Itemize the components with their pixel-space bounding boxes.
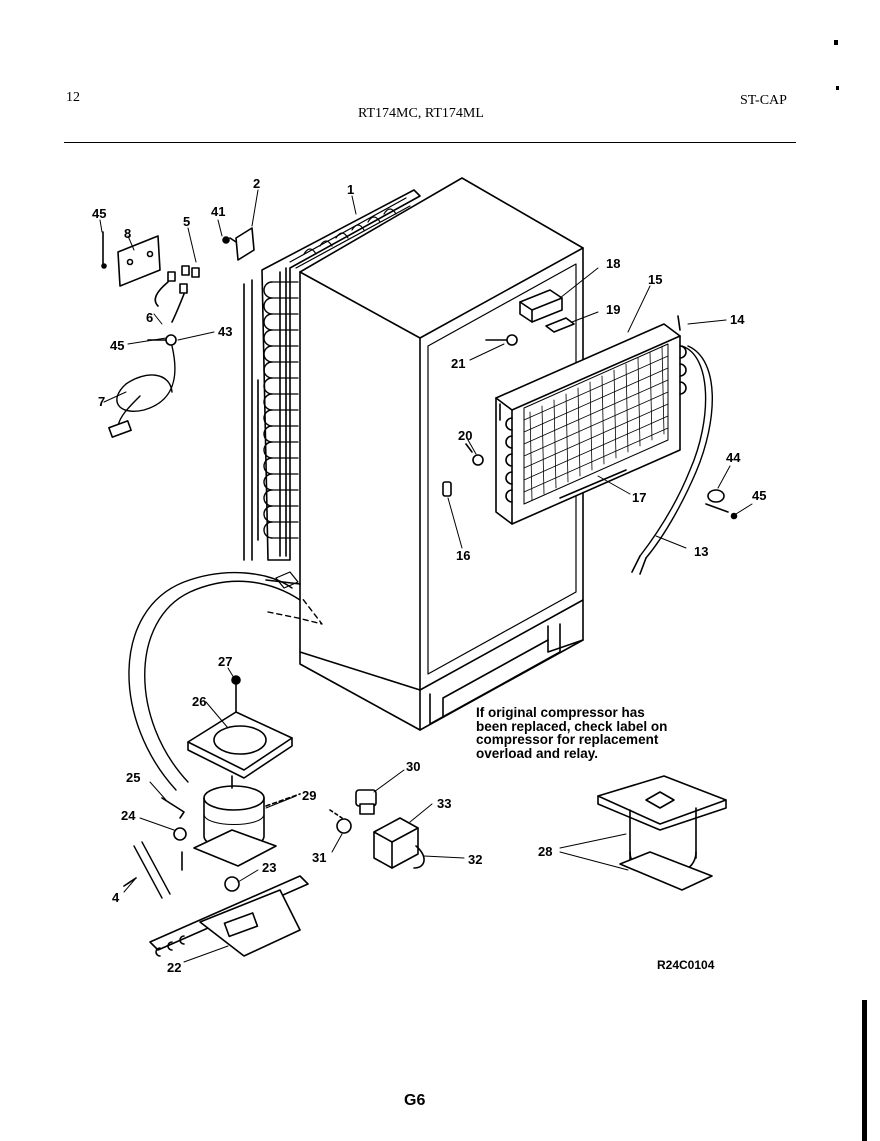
- callout-45-right: 45: [752, 488, 766, 503]
- callout-45-mid: 45: [110, 338, 124, 353]
- capillary-tube-13: [631, 345, 714, 575]
- callout-16: 16: [456, 548, 470, 563]
- callout-25: 25: [126, 770, 140, 785]
- callout-30: 30: [406, 759, 420, 774]
- drain-hose: [128, 571, 323, 791]
- callout-33: 33: [437, 796, 451, 811]
- callout-labels: 1 2 41 5 45 8 6 45 43 7 18 19 15 14 21 2…: [92, 176, 766, 975]
- callout-14: 14: [730, 312, 745, 327]
- callout-22: 22: [167, 960, 181, 975]
- callout-43: 43: [218, 324, 232, 339]
- model-numbers: RT174MC, RT174ML: [358, 106, 484, 121]
- page-number: 12: [66, 90, 80, 105]
- refrigerator-cabinet: [299, 177, 584, 731]
- callout-29: 29: [302, 788, 316, 803]
- scan-edge: [862, 1000, 867, 1141]
- callout-7: 7: [98, 394, 105, 409]
- callout-2: 2: [253, 176, 260, 191]
- callout-6: 6: [146, 310, 153, 325]
- callout-27: 27: [218, 654, 232, 669]
- scan-mark: [836, 86, 839, 90]
- header-rule: [64, 142, 796, 143]
- small-parts-25-24-4-23: [123, 797, 240, 899]
- wire-clips-5-6: [154, 265, 200, 323]
- callout-17: 17: [632, 490, 646, 505]
- replacement-compressor-28: [597, 775, 727, 891]
- scan-mark: [834, 40, 838, 45]
- compressor-replacement-note: If original compressor has been replaced…: [476, 705, 668, 761]
- callout-13: 13: [694, 544, 708, 559]
- callout-44: 44: [726, 450, 741, 465]
- callout-1: 1: [347, 182, 354, 197]
- control-parts-18-19: [519, 289, 575, 333]
- small-parts-21-20-16: [442, 334, 518, 497]
- evaporator-15: [495, 315, 687, 525]
- callout-19: 19: [606, 302, 620, 317]
- callout-5: 5: [183, 214, 190, 229]
- callout-15: 15: [648, 272, 662, 287]
- callout-4: 4: [112, 890, 120, 905]
- grommet-44: [705, 489, 738, 520]
- compressor-pan-26: [187, 675, 293, 779]
- callout-45-top: 45: [92, 206, 106, 221]
- callout-32: 32: [468, 852, 482, 867]
- callout-24: 24: [121, 808, 136, 823]
- power-cord-7: [108, 334, 177, 438]
- callout-26: 26: [192, 694, 206, 709]
- compressor-29: [193, 775, 301, 867]
- callout-leaders: [99, 189, 753, 963]
- callout-23: 23: [262, 860, 276, 875]
- section-code: ST-CAP: [740, 93, 787, 108]
- page-footer-code: G6: [404, 1092, 426, 1109]
- callout-28-right: 28: [538, 844, 552, 859]
- base-tray-22: [149, 875, 309, 957]
- callout-31: 31: [312, 850, 326, 865]
- callout-41: 41: [211, 204, 225, 219]
- drawing-number: R24C0104: [657, 958, 715, 972]
- terminal-parts-41-2: [222, 227, 255, 261]
- condenser-coil: [243, 189, 421, 589]
- callout-20: 20: [458, 428, 472, 443]
- callout-21: 21: [451, 356, 465, 371]
- relay-30-31: [329, 789, 377, 834]
- overload-33-32: [373, 817, 425, 869]
- callout-8: 8: [124, 226, 131, 241]
- mounting-bracket-8: [101, 231, 161, 287]
- callout-18: 18: [606, 256, 620, 271]
